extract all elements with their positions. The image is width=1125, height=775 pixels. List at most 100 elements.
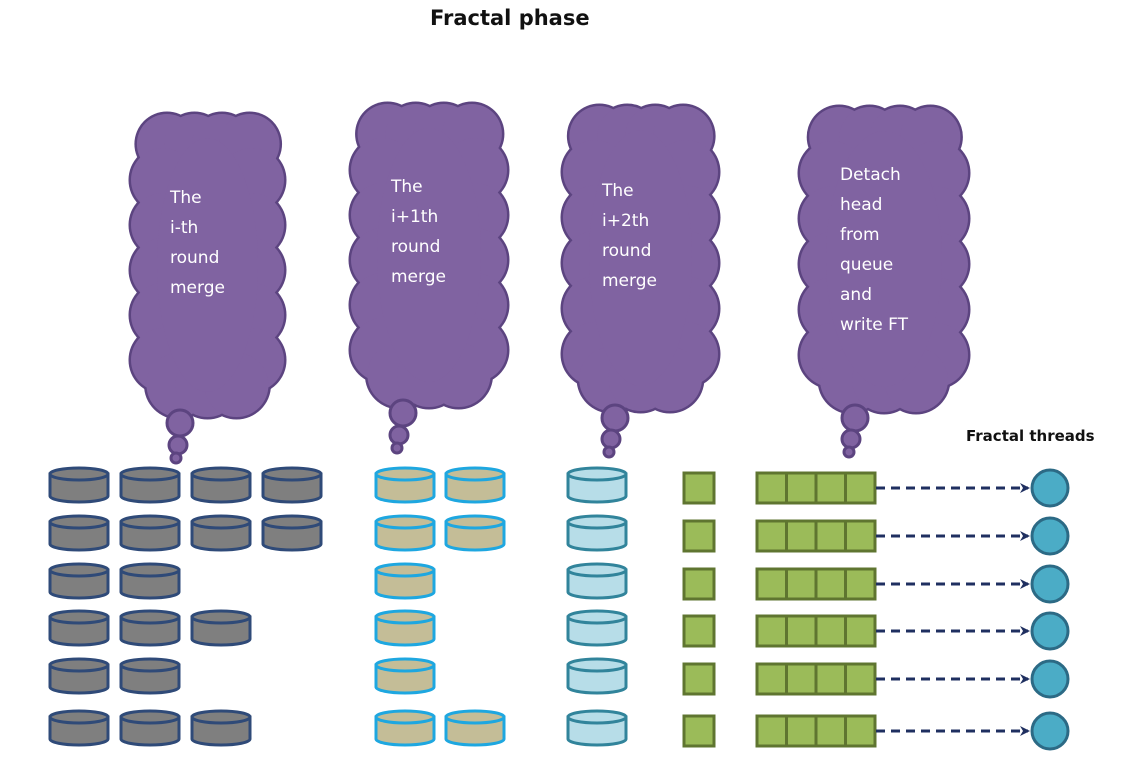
gray-db-cylinder — [48, 657, 110, 695]
cloud-4-line: and — [840, 285, 872, 305]
green-bar-cell — [755, 519, 788, 553]
cloud-tail-bubble — [600, 403, 630, 433]
cylinder-top — [374, 609, 436, 625]
green-queue-bar — [755, 714, 877, 748]
cylinder-top — [566, 562, 628, 578]
lightblue-db-cylinder — [566, 466, 628, 504]
cylinder-body — [444, 472, 506, 504]
tan-db-cylinder — [374, 709, 436, 747]
cylinder-body — [374, 615, 436, 647]
cylinder-body — [374, 472, 436, 504]
tan-db-cylinder — [444, 709, 506, 747]
gray-db-cylinder — [190, 709, 252, 747]
gray-db-cylinder — [119, 657, 181, 695]
green-queue-bar — [755, 567, 877, 601]
cylinder-body — [566, 615, 628, 647]
lightblue-db-cylinder — [566, 562, 628, 600]
cylinder-top — [566, 514, 628, 530]
lightblue-db-cylinder — [566, 657, 628, 695]
green-bar-cell — [814, 662, 847, 696]
diagram-title: Fractal phase — [430, 6, 590, 30]
tan-db-cylinder — [374, 609, 436, 647]
gray-db-cylinder — [119, 562, 181, 600]
cylinder-body — [48, 715, 110, 747]
tan-db-cylinder — [444, 514, 506, 552]
cylinder-top — [48, 466, 110, 482]
fractal-threads-label: Fractal threads — [966, 427, 1095, 445]
cylinder-top — [119, 514, 181, 530]
green-queue-square — [682, 471, 716, 505]
cloud-1-line: i-th — [170, 218, 199, 238]
cylinder-top — [261, 466, 323, 482]
tan-db-cylinder — [444, 466, 506, 504]
cloud-tail-bubble — [388, 424, 410, 446]
green-bar-cell — [755, 714, 788, 748]
cloud-3-line: i+2th — [602, 211, 650, 231]
gray-db-cylinder — [119, 514, 181, 552]
cylinder-body — [190, 520, 252, 552]
cylinder-top — [566, 609, 628, 625]
cloud-body — [351, 104, 507, 407]
gray-db-cylinder — [48, 609, 110, 647]
cylinder-top — [48, 514, 110, 530]
thought-cloud — [348, 101, 510, 455]
cloud-tail-bubble — [390, 441, 404, 455]
green-bar-cell — [844, 662, 877, 696]
cloud-2-line: merge — [391, 267, 446, 287]
gray-db-cylinder — [48, 709, 110, 747]
green-bar-cell — [785, 567, 818, 601]
gray-db-cylinder — [48, 466, 110, 504]
cylinder-top — [444, 709, 506, 725]
cylinder-top — [190, 709, 252, 725]
cylinder-top — [566, 657, 628, 673]
cylinder-body — [48, 520, 110, 552]
cylinder-top — [374, 562, 436, 578]
green-queue-square — [682, 614, 716, 648]
lightblue-db-cylinder — [566, 609, 628, 647]
green-bar-cell — [814, 614, 847, 648]
fractal-thread-circle — [1030, 516, 1070, 556]
green-queue-square — [682, 567, 716, 601]
cylinder-body — [444, 715, 506, 747]
cylinder-top — [566, 709, 628, 725]
fractal-thread-circle — [1030, 564, 1070, 604]
cloud-tail-bubble — [169, 451, 183, 465]
cylinder-body — [566, 520, 628, 552]
cylinder-top — [48, 562, 110, 578]
fractal-thread-circle — [1030, 468, 1070, 508]
gray-db-cylinder — [261, 466, 323, 504]
cloud-core — [377, 128, 481, 382]
cloud-tail-bubble — [600, 428, 622, 450]
fractal-thread-circle — [1030, 711, 1070, 751]
tan-db-cylinder — [374, 657, 436, 695]
green-bar-cell — [785, 714, 818, 748]
cylinder-body — [261, 472, 323, 504]
cylinder-body — [566, 715, 628, 747]
cylinder-top — [119, 657, 181, 673]
cylinder-body — [48, 568, 110, 600]
thought-cloud — [128, 111, 287, 465]
cylinder-body — [119, 715, 181, 747]
cloud-tail-bubble — [167, 434, 189, 456]
green-queue-square — [682, 519, 716, 553]
cloud-2-line: i+1th — [391, 207, 439, 227]
cloud-tail-bubble — [388, 398, 418, 428]
green-bar-cell — [814, 471, 847, 505]
green-bar-cell — [814, 519, 847, 553]
tan-db-cylinder — [374, 466, 436, 504]
cylinder-body — [190, 715, 252, 747]
cylinder-body — [566, 568, 628, 600]
cylinder-body — [119, 663, 181, 695]
green-bar-cell — [814, 567, 847, 601]
cloud-4-line: queue — [840, 255, 894, 275]
cloud-core — [826, 131, 942, 387]
cylinder-body — [374, 568, 436, 600]
cloud-tail-bubble — [840, 403, 870, 433]
cloud-1-text: The i-th round merge — [170, 183, 225, 303]
cylinder-body — [261, 520, 323, 552]
lightblue-db-cylinder — [566, 709, 628, 747]
thought-cloud — [797, 104, 971, 459]
tan-db-cylinder — [374, 514, 436, 552]
cloud-2-text: The i+1th round merge — [391, 172, 446, 292]
